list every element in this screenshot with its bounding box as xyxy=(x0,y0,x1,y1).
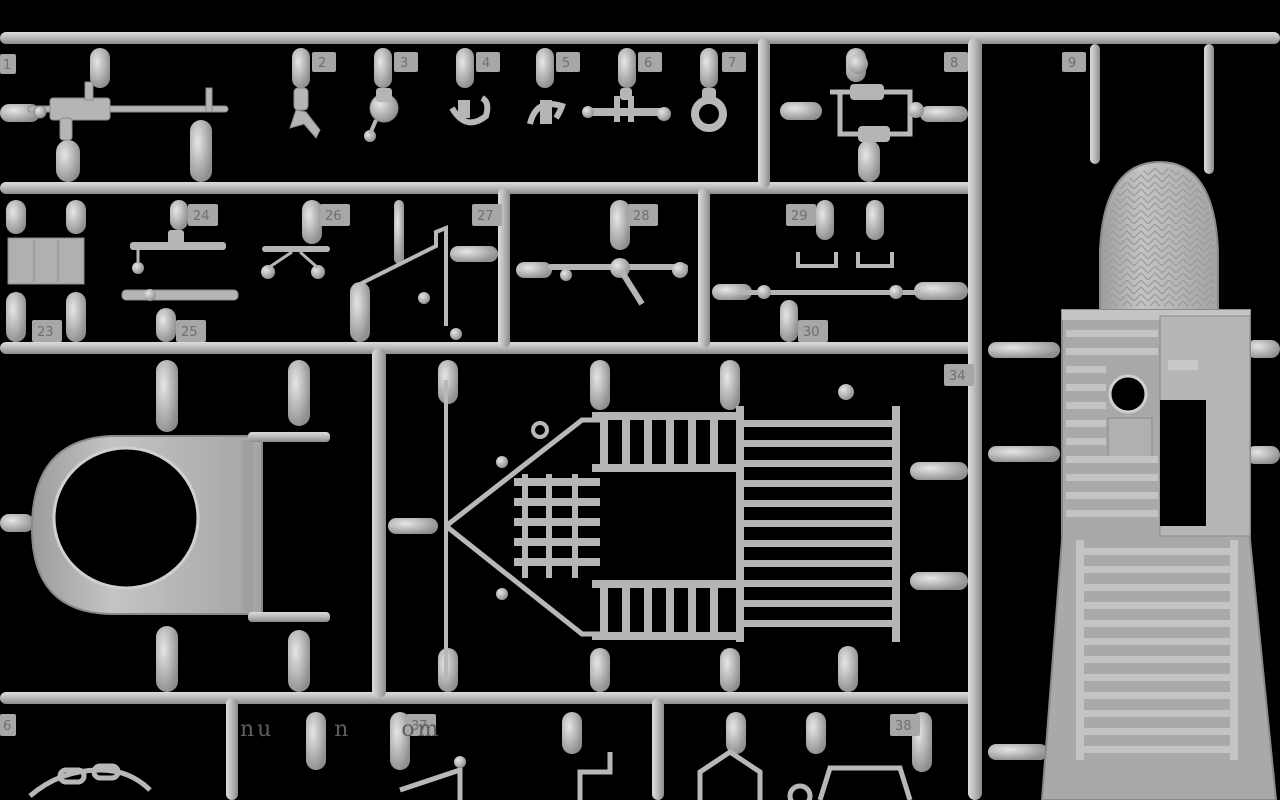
part-24-bar xyxy=(130,230,226,274)
number-5: 5 xyxy=(562,56,570,71)
tab-part-36: 6 xyxy=(0,714,16,736)
tab-part-4: 4 xyxy=(476,52,500,72)
part-30-rod xyxy=(740,285,920,299)
part-9-slats-upper xyxy=(1066,330,1158,517)
part-27-lever xyxy=(359,225,462,340)
part-2-fitting xyxy=(289,87,321,139)
number-2: 2 xyxy=(318,56,326,71)
part-floor-grid-bottom xyxy=(592,580,736,640)
tab-part-5: 5 xyxy=(556,52,580,72)
part-25-rod xyxy=(121,289,239,301)
number-25: 25 xyxy=(181,325,198,340)
part-38-frame xyxy=(577,748,913,800)
part-cowl xyxy=(30,432,330,622)
tab-part-2: 2 xyxy=(312,52,336,72)
part-36-chain xyxy=(28,763,152,798)
tab-part-25: 25 xyxy=(176,320,206,342)
watermark: nu n om xyxy=(240,717,442,742)
part-29-brackets xyxy=(796,252,894,268)
part-floor-grid-left xyxy=(514,474,600,578)
tab-part-37: 37 xyxy=(406,714,436,736)
tab-part-23: 23 xyxy=(32,320,62,342)
part-4-hook xyxy=(449,95,491,126)
number-29: 29 xyxy=(791,209,808,224)
part-9-slats-lower xyxy=(1076,540,1238,760)
part-6-bar xyxy=(582,88,671,122)
part-37-bracket xyxy=(399,756,466,800)
part-7-ring xyxy=(691,88,727,132)
part-5-hook xyxy=(527,100,566,125)
tab-part-9: 9 xyxy=(1062,52,1086,72)
number-23: 23 xyxy=(37,325,54,340)
part-8-bracket xyxy=(830,54,924,142)
number-8: 8 xyxy=(950,56,958,71)
number-38: 38 xyxy=(895,719,912,734)
part-number-tabs: 1 2 3 4 5 6 7 8 xyxy=(0,52,1086,736)
tab-part-7: 7 xyxy=(722,52,746,72)
part-23-panel xyxy=(7,237,85,285)
part-26-arm xyxy=(261,246,330,279)
tab-part-6: 6 xyxy=(638,52,662,72)
number-37: 37 xyxy=(411,719,428,734)
tab-part-38: 38 xyxy=(890,714,920,736)
number-36: 6 xyxy=(3,719,11,734)
number-26: 26 xyxy=(325,209,342,224)
tab-part-26: 26 xyxy=(320,204,350,226)
tab-part-1: 1 xyxy=(0,54,16,74)
number-1: 1 xyxy=(3,58,11,73)
tab-part-3: 3 xyxy=(394,52,418,72)
part-28-linkage xyxy=(548,258,688,306)
tab-part-8: 8 xyxy=(944,52,968,72)
part-3-fitting xyxy=(364,88,399,142)
number-24: 24 xyxy=(193,209,210,224)
number-30: 30 xyxy=(803,325,820,340)
number-9: 9 xyxy=(1068,56,1076,71)
sprue-frame xyxy=(0,32,1280,800)
number-28: 28 xyxy=(633,209,650,224)
number-4: 4 xyxy=(482,56,490,71)
tab-part-28: 28 xyxy=(628,204,658,226)
tab-part-34: 34 xyxy=(944,364,974,386)
number-27: 27 xyxy=(477,209,494,224)
number-7: 7 xyxy=(728,56,736,71)
tab-part-29: 29 xyxy=(786,204,816,226)
tab-part-27: 27 xyxy=(472,204,502,226)
number-6: 6 xyxy=(644,56,652,71)
number-3: 3 xyxy=(400,56,408,71)
part-1-machine-gun xyxy=(27,81,229,141)
tab-part-24: 24 xyxy=(188,204,218,226)
tab-part-30: 30 xyxy=(798,320,828,342)
number-34: 34 xyxy=(949,369,966,384)
part-floor-grid-top xyxy=(592,412,736,472)
part-34-slatted-floor xyxy=(736,384,900,642)
